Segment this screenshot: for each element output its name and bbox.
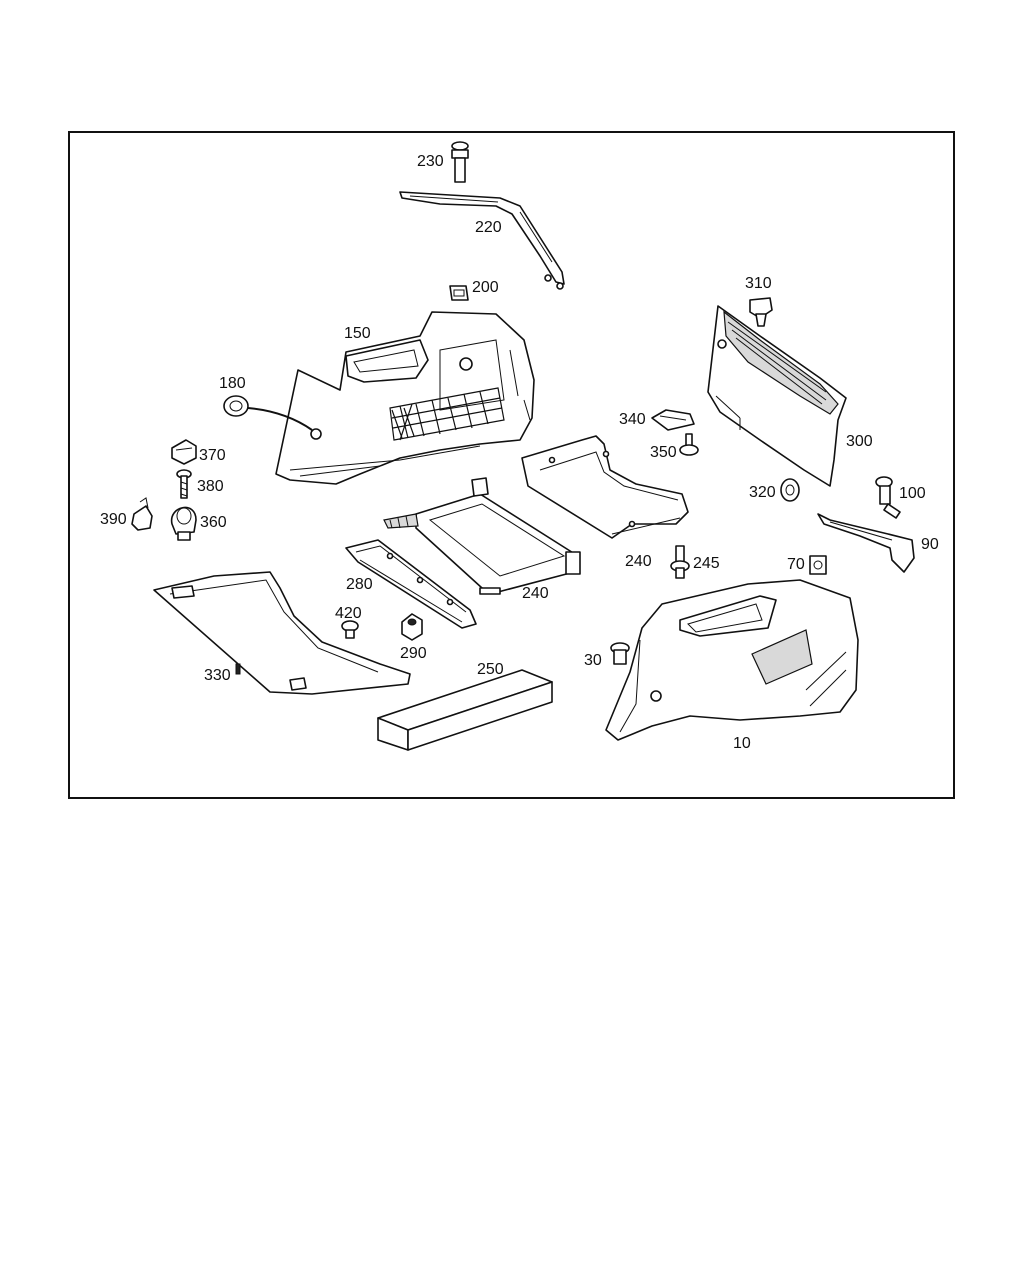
part-30-fastener [610,642,630,665]
part-320-plug [780,478,800,502]
callout-220: 220 [475,219,502,236]
callout-10: 10 [733,735,751,752]
diagram-frame [68,131,955,799]
part-350-bolt [679,433,699,456]
part-390-hook [131,497,153,531]
part-420-pin [341,620,359,639]
part-280-rail [345,539,477,629]
callout-280: 280 [346,576,373,593]
callout-180: 180 [219,375,246,392]
part-100-fastener [875,476,901,519]
part-240-frame [383,477,581,595]
part-300-right-upper-trim [707,305,847,487]
part-370-clip [171,439,197,465]
part-240-right-tray [521,435,689,539]
part-10-right-trim-panel [605,579,859,741]
callout-250: 250 [477,661,504,678]
callout-360: 360 [200,514,227,531]
part-310-clip [749,297,773,327]
callout-150: 150 [344,325,371,342]
part-340-clip [651,409,695,431]
part-290-nut [401,613,423,641]
part-380-screw [176,469,192,499]
part-250-foam-block [377,669,553,751]
callout-30: 30 [584,652,602,669]
part-220-trim-strip [399,191,565,290]
callout-370: 370 [199,447,226,464]
part-90-bracket [817,513,915,573]
callout-320: 320 [749,484,776,501]
callout-340: 340 [619,411,646,428]
callout-350: 350 [650,444,677,461]
callout-labels: 230 220 200 150 180 370 380 390 360 310 … [100,153,939,752]
part-330-floor-panel [153,571,411,695]
callout-245: 245 [693,555,720,572]
part-150-left-trim-panel [275,311,535,485]
part-230-pin [451,141,469,183]
callout-90: 90 [921,536,939,553]
part-150-cargo-net [389,387,505,441]
part-360-ring [170,506,197,541]
part-245-bolt [670,545,690,579]
callout-380: 380 [197,478,224,495]
callout-310: 310 [745,275,772,292]
part-70-clip [809,555,827,575]
callout-70: 70 [787,556,805,573]
callout-100: 100 [899,485,926,502]
part-200-clip [449,285,469,301]
callout-390: 390 [100,511,127,528]
callout-290: 290 [400,645,427,662]
callout-420: 420 [335,605,362,622]
callout-300: 300 [846,433,873,450]
callout-200: 200 [472,279,499,296]
callout-230: 230 [417,153,444,170]
callout-240-frame: 240 [522,585,549,602]
part-180-cap [223,395,313,431]
callout-330: 330 [204,667,231,684]
callout-240-tray: 240 [625,553,652,570]
